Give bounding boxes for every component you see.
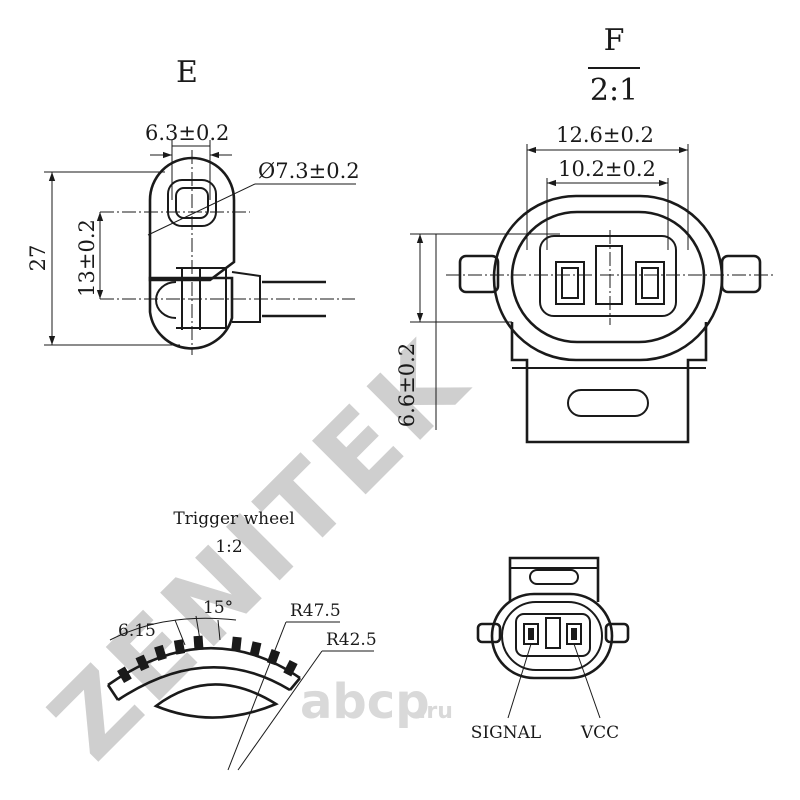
- connector-latch: [567, 389, 649, 417]
- connector-ear-right: [720, 254, 762, 294]
- pinout-housing-outer: [490, 592, 614, 680]
- pin-right-inner: [641, 267, 659, 299]
- sensor-flange: [148, 156, 236, 282]
- vcc-label: VCC: [580, 723, 619, 743]
- wheel-edge-left: [106, 684, 120, 701]
- dim-hole-leader: [147, 183, 256, 236]
- pinout-latch-block: [508, 556, 600, 602]
- dim-angle-label: 15°: [203, 598, 233, 618]
- dim-width-label: 6.3±0.2: [145, 121, 229, 145]
- pin-right: [635, 261, 665, 305]
- dim-tooth-ext-1: [174, 619, 186, 646]
- trigger-wheel-title: Trigger wheel: [173, 509, 294, 529]
- wheel-outer-arc: [107, 646, 301, 687]
- dim-tooth-arc: [109, 617, 237, 641]
- dim-angle-ext: [217, 619, 221, 641]
- dim-tooth-ext-2: [195, 615, 201, 641]
- pinout-ear-left: [476, 622, 502, 644]
- pin-left-inner: [561, 267, 579, 299]
- connector-housing-outer: [492, 194, 724, 362]
- dim-height-label: 27: [26, 245, 50, 272]
- dim-inner-radius-leader: [237, 650, 323, 771]
- connector-cavity: [539, 235, 677, 317]
- pinout-housing-inner: [501, 601, 603, 671]
- sensor-head-tip: [155, 281, 177, 319]
- abcp-logo: abcp .ru: [300, 674, 453, 730]
- sensor-head: [148, 276, 234, 350]
- dim-tooth-label: 6.15: [118, 621, 156, 641]
- pinout-latch: [529, 569, 579, 585]
- abcp-logo-suffix: .ru: [418, 699, 453, 724]
- wheel-tooth: [249, 641, 262, 657]
- trigger-wheel-view: Trigger wheel 1:2 6.15 15° R47.5: [106, 509, 377, 771]
- wheel-inner-arc: [117, 666, 291, 702]
- signal-leader: [507, 643, 532, 719]
- wheel-edge-right: [289, 677, 301, 691]
- wheel-teeth: [117, 635, 298, 684]
- wheel-tooth: [154, 644, 167, 661]
- pinout-pin-key: [545, 617, 561, 649]
- pinout-pin-signal-core: [528, 628, 534, 640]
- pinout-pin-vcc-core: [571, 628, 577, 640]
- wheel-tooth: [283, 659, 298, 677]
- dim-pitch-label: 13±0.2: [75, 219, 99, 297]
- pinout-cavity: [515, 613, 591, 657]
- abcp-logo-text: abcp: [300, 674, 430, 730]
- dim-hole-label: Ø7.3±0.2: [258, 159, 360, 183]
- dim-inner-radius-label: R42.5: [326, 630, 377, 650]
- dim-outer-radius-label: R47.5: [290, 601, 341, 621]
- trigger-wheel-scale: 1:2: [215, 537, 242, 557]
- vcc-leader: [573, 643, 601, 719]
- pinout-view: SIGNAL VCC: [471, 556, 630, 743]
- wheel-tooth: [231, 636, 242, 652]
- wheel-tooth: [266, 649, 281, 666]
- view-e-title: E: [176, 55, 198, 90]
- view-e: E 6.3±0.2 Ø7.3±0.2 27: [26, 55, 360, 355]
- dim-outer-radius-leader: [227, 621, 287, 771]
- view-f-title: F: [604, 23, 625, 58]
- signal-label: SIGNAL: [471, 723, 541, 743]
- dim-inner-label: 10.2±0.2: [558, 157, 656, 181]
- wheel-tooth: [193, 635, 204, 651]
- cable-boot: [231, 271, 261, 323]
- dim-f-height-label: 6.6±0.2: [395, 343, 419, 427]
- pin-left: [555, 261, 585, 305]
- wheel-hub-arc: [153, 683, 279, 719]
- view-f-scale: 2:1: [590, 73, 638, 108]
- pin-key: [595, 245, 623, 305]
- wheel-tooth: [173, 639, 186, 655]
- pinout-ear-right: [604, 622, 630, 644]
- connector-ear-left: [458, 254, 500, 294]
- view-f: F 2:1 12.6±0.2 10.2±0.2: [395, 23, 775, 444]
- connector-housing-inner: [510, 210, 706, 344]
- wheel-tooth: [117, 666, 132, 684]
- dim-outer-label: 12.6±0.2: [556, 123, 654, 147]
- wheel-tooth: [135, 654, 150, 672]
- connector-base: [510, 322, 708, 444]
